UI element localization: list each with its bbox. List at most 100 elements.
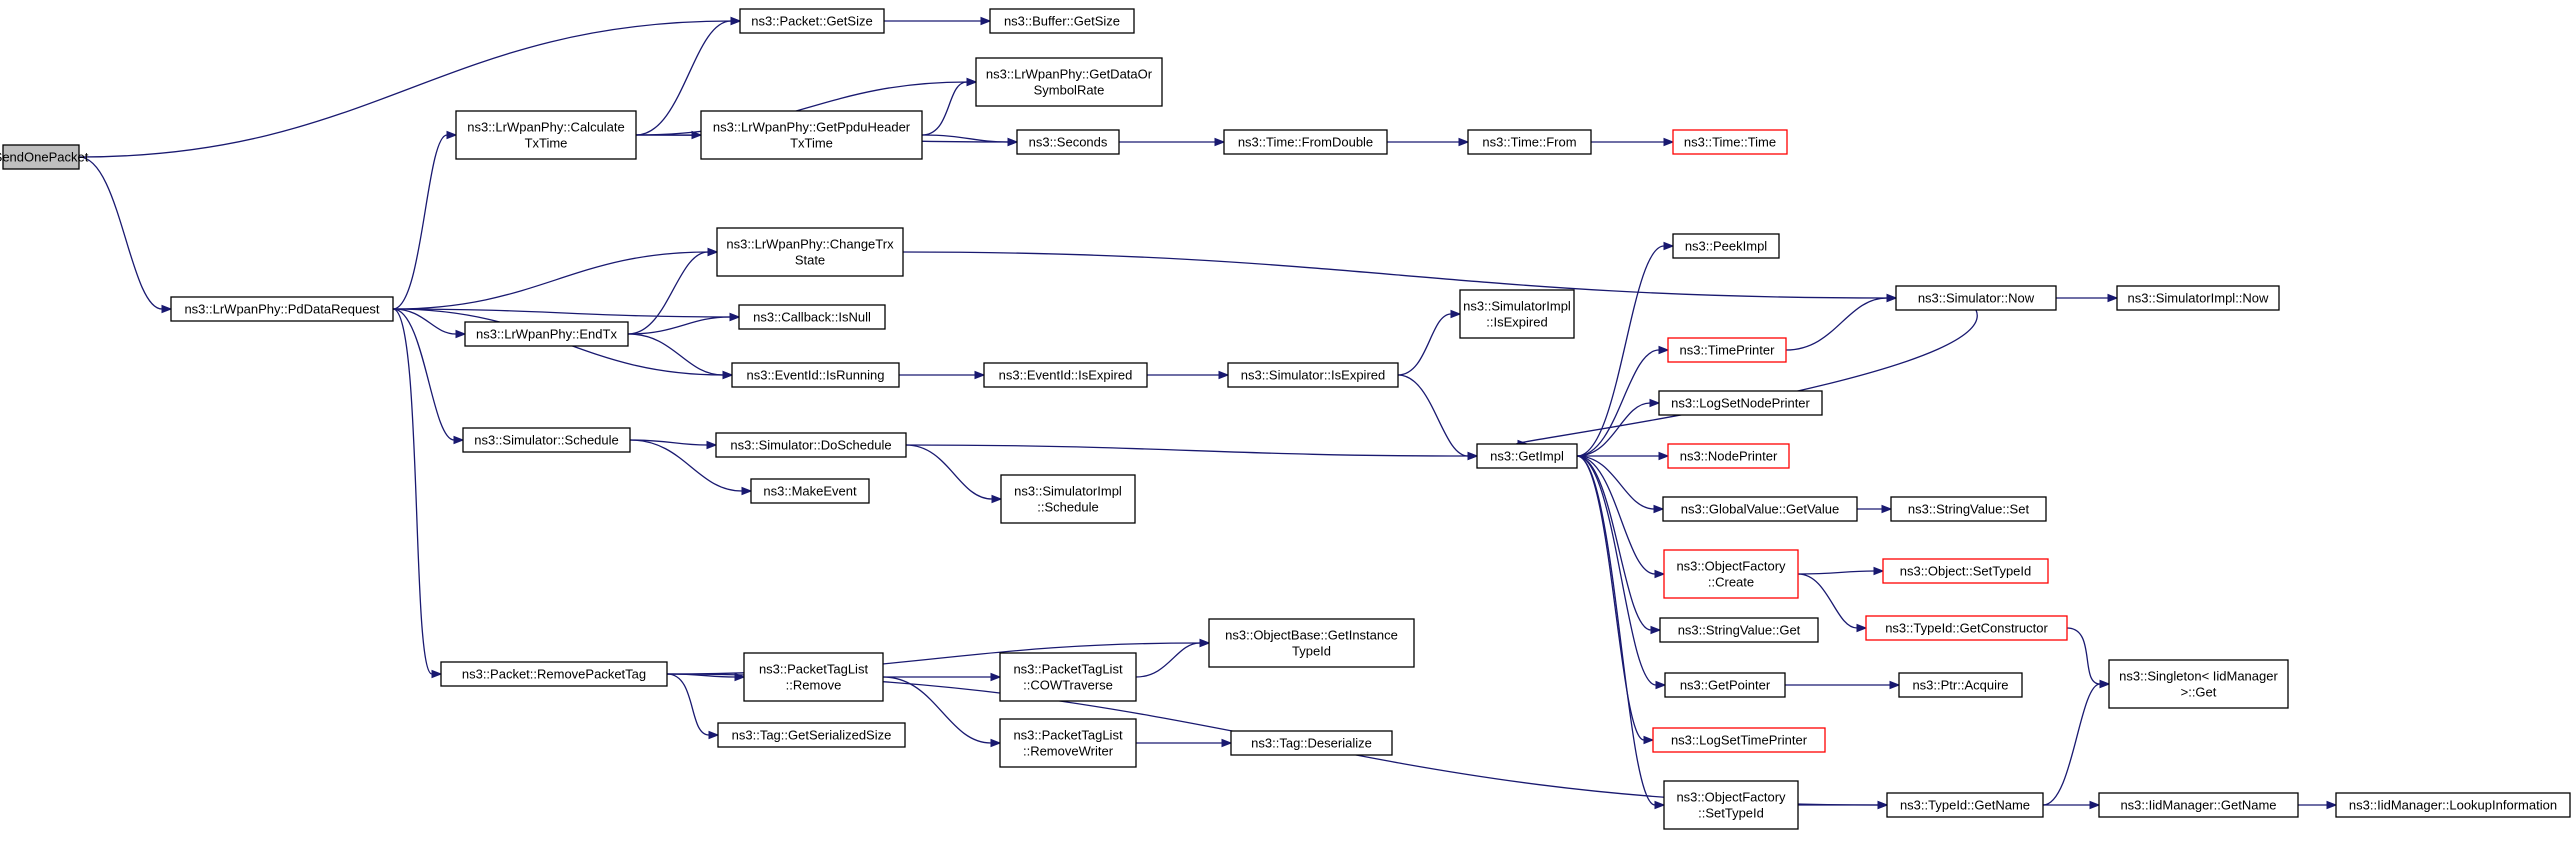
node-singleton-get[interactable]: ns3::Singleton< IidManager >::Get	[2108, 659, 2289, 709]
node-box[interactable]	[975, 57, 1163, 107]
node-string-value-set[interactable]: ns3::StringValue::Set	[1890, 496, 2047, 522]
node-time-time[interactable]: ns3::Time::Time	[1672, 129, 1788, 155]
node-box[interactable]	[983, 362, 1148, 388]
node-box[interactable]	[1663, 549, 1799, 599]
node-box[interactable]	[1663, 780, 1799, 830]
node-box[interactable]	[717, 722, 906, 748]
node-box[interactable]	[1230, 730, 1393, 756]
node-box[interactable]	[1652, 727, 1826, 753]
node-box[interactable]	[1890, 496, 2047, 522]
node-box[interactable]	[750, 478, 870, 504]
node-box[interactable]	[1672, 233, 1780, 259]
node-simulator-now[interactable]: ns3::Simulator::Now	[1895, 285, 2057, 311]
node-box[interactable]	[1208, 618, 1415, 668]
node-box[interactable]	[1659, 617, 1819, 643]
node-box[interactable]	[1667, 443, 1790, 469]
node-box[interactable]	[1223, 129, 1388, 155]
node-box[interactable]	[1882, 558, 2049, 584]
node-object-set-type-id[interactable]: ns3::Object::SetTypeId	[1882, 558, 2049, 584]
node-box[interactable]	[1672, 129, 1788, 155]
node-simulator-do-schedule[interactable]: ns3::Simulator::DoSchedule	[715, 432, 907, 458]
node-string-value-get[interactable]: ns3::StringValue::Get	[1659, 617, 1819, 643]
node-box[interactable]	[1898, 672, 2023, 698]
node-simulator-schedule[interactable]: ns3::Simulator::Schedule	[462, 427, 631, 453]
node-box[interactable]	[1467, 129, 1592, 155]
node-log-set-time-printer[interactable]: ns3::LogSetTimePrinter	[1652, 727, 1826, 753]
node-object-factory-set-type-id[interactable]: ns3::ObjectFactory::SetTypeId	[1663, 780, 1799, 830]
node-buffer-get-size[interactable]: ns3::Buffer::GetSize	[989, 8, 1135, 34]
node-sendonepacket[interactable]: SendOnePacket	[0, 144, 89, 170]
node-box[interactable]	[999, 652, 1137, 702]
node-box[interactable]	[1865, 615, 2068, 641]
node-box[interactable]	[1227, 362, 1399, 388]
node-box[interactable]	[2116, 285, 2280, 311]
node-type-id-get-constructor[interactable]: ns3::TypeId::GetConstructor	[1865, 615, 2068, 641]
node-box[interactable]	[1667, 337, 1787, 363]
node-box[interactable]	[462, 427, 631, 453]
node-box[interactable]	[2108, 659, 2289, 709]
node-ptr-acquire[interactable]: ns3::Ptr::Acquire	[1898, 672, 2023, 698]
node-peek-impl[interactable]: ns3::PeekImpl	[1672, 233, 1780, 259]
node-time-printer[interactable]: ns3::TimePrinter	[1667, 337, 1787, 363]
node-box[interactable]	[1476, 443, 1578, 469]
node-box[interactable]	[455, 110, 637, 160]
node-box[interactable]	[1459, 289, 1575, 339]
node-box[interactable]	[2, 144, 80, 170]
node-time-from[interactable]: ns3::Time::From	[1467, 129, 1592, 155]
node-make-event[interactable]: ns3::MakeEvent	[750, 478, 870, 504]
node-box[interactable]	[743, 652, 884, 702]
node-sim-impl-now[interactable]: ns3::SimulatorImpl::Now	[2116, 285, 2280, 311]
node-sim-impl-is-expired[interactable]: ns3::SimulatorImpl::IsExpired	[1459, 289, 1575, 339]
node-get-impl[interactable]: ns3::GetImpl	[1476, 443, 1578, 469]
node-get-pointer[interactable]: ns3::GetPointer	[1664, 672, 1786, 698]
node-box[interactable]	[715, 432, 907, 458]
node-packet-tag-list-remove-writer[interactable]: ns3::PacketTagList::RemoveWriter	[999, 718, 1137, 768]
node-sim-impl-schedule[interactable]: ns3::SimulatorImpl::Schedule	[1000, 474, 1136, 524]
node-simulator-is-expired[interactable]: ns3::Simulator::IsExpired	[1227, 362, 1399, 388]
node-box[interactable]	[1016, 129, 1120, 155]
node-iid-manager-get-name[interactable]: ns3::IidManager::GetName	[2098, 792, 2299, 818]
node-tag-get-serialized-size[interactable]: ns3::Tag::GetSerializedSize	[717, 722, 906, 748]
node-box[interactable]	[440, 661, 668, 687]
node-callback-is-null[interactable]: ns3::Callback::IsNull	[738, 304, 886, 330]
node-remove-packet-tag[interactable]: ns3::Packet::RemovePacketTag	[440, 661, 668, 687]
node-end-tx[interactable]: ns3::LrWpanPhy::EndTx	[464, 321, 629, 347]
node-packet-tag-list-remove[interactable]: ns3::PacketTagList::Remove	[743, 652, 884, 702]
node-iid-manager-lookup[interactable]: ns3::IidManager::LookupInformation	[2335, 792, 2571, 818]
node-box[interactable]	[1662, 496, 1858, 522]
node-box[interactable]	[1664, 672, 1786, 698]
node-event-id-is-running[interactable]: ns3::EventId::IsRunning	[731, 362, 900, 388]
node-time-from-double[interactable]: ns3::Time::FromDouble	[1223, 129, 1388, 155]
node-box[interactable]	[738, 304, 886, 330]
node-box[interactable]	[739, 8, 885, 34]
node-box[interactable]	[1895, 285, 2057, 311]
node-global-value-get-value[interactable]: ns3::GlobalValue::GetValue	[1662, 496, 1858, 522]
node-box[interactable]	[2098, 792, 2299, 818]
node-box[interactable]	[1886, 792, 2044, 818]
node-box[interactable]	[700, 110, 923, 160]
node-box[interactable]	[716, 227, 904, 277]
node-box[interactable]	[2335, 792, 2571, 818]
node-pd-data-request[interactable]: ns3::LrWpanPhy::PdDataRequest	[170, 296, 394, 322]
node-node-printer[interactable]: ns3::NodePrinter	[1667, 443, 1790, 469]
node-box[interactable]	[731, 362, 900, 388]
node-box[interactable]	[1000, 474, 1136, 524]
node-box[interactable]	[1658, 390, 1823, 416]
node-log-set-node-printer[interactable]: ns3::LogSetNodePrinter	[1658, 390, 1823, 416]
node-type-id-get-name[interactable]: ns3::TypeId::GetName	[1886, 792, 2044, 818]
node-packet-tag-list-cow-traverse[interactable]: ns3::PacketTagList::COWTraverse	[999, 652, 1137, 702]
node-box[interactable]	[989, 8, 1135, 34]
node-packet-get-size[interactable]: ns3::Packet::GetSize	[739, 8, 885, 34]
node-box[interactable]	[999, 718, 1137, 768]
node-seconds[interactable]: ns3::Seconds	[1016, 129, 1120, 155]
node-box[interactable]	[170, 296, 394, 322]
node-object-factory-create[interactable]: ns3::ObjectFactory::Create	[1663, 549, 1799, 599]
node-tag-deserialize[interactable]: ns3::Tag::Deserialize	[1230, 730, 1393, 756]
node-event-id-is-expired[interactable]: ns3::EventId::IsExpired	[983, 362, 1148, 388]
node-box[interactable]	[464, 321, 629, 347]
